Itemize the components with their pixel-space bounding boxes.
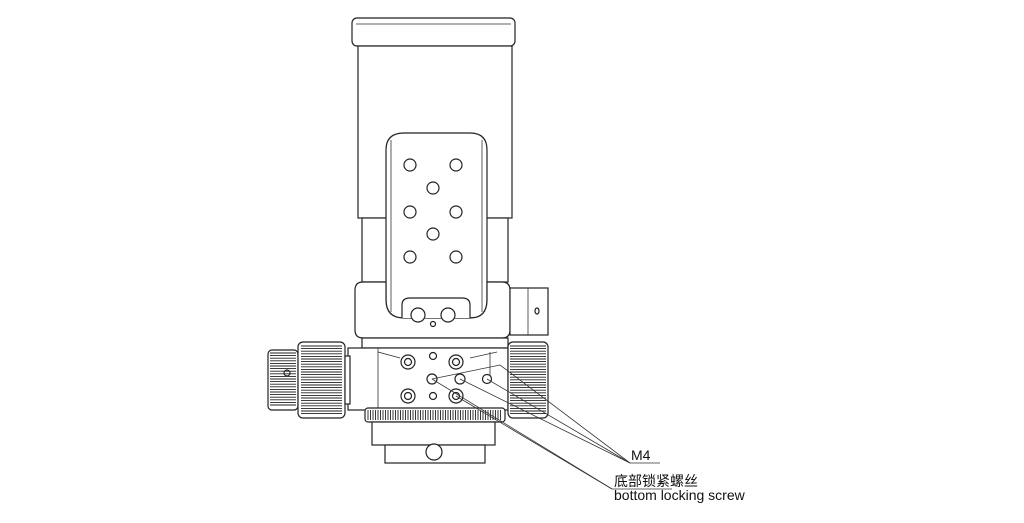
gear-ring	[364, 407, 506, 423]
saddle-holes	[403, 158, 463, 264]
collar-block	[354, 281, 549, 349]
side-box	[509, 287, 549, 336]
leader-lines	[431, 364, 672, 490]
torx-screw-icon	[410, 307, 426, 323]
large-knob-knurl	[301, 345, 342, 415]
label-m4: M4	[631, 447, 651, 463]
drawtube-base	[371, 421, 496, 464]
small-knob-knurl	[270, 352, 296, 406]
focuser-body	[347, 347, 509, 411]
label-locking-screw-en: bottom locking screw	[614, 487, 745, 503]
focuser-screws	[400, 351, 493, 404]
label-locking-screw-cn: 底部锁紧螺丝	[614, 473, 698, 489]
torx-screw-icon	[440, 307, 456, 323]
tube-cap	[351, 17, 516, 47]
dovetail-saddle	[385, 132, 488, 319]
